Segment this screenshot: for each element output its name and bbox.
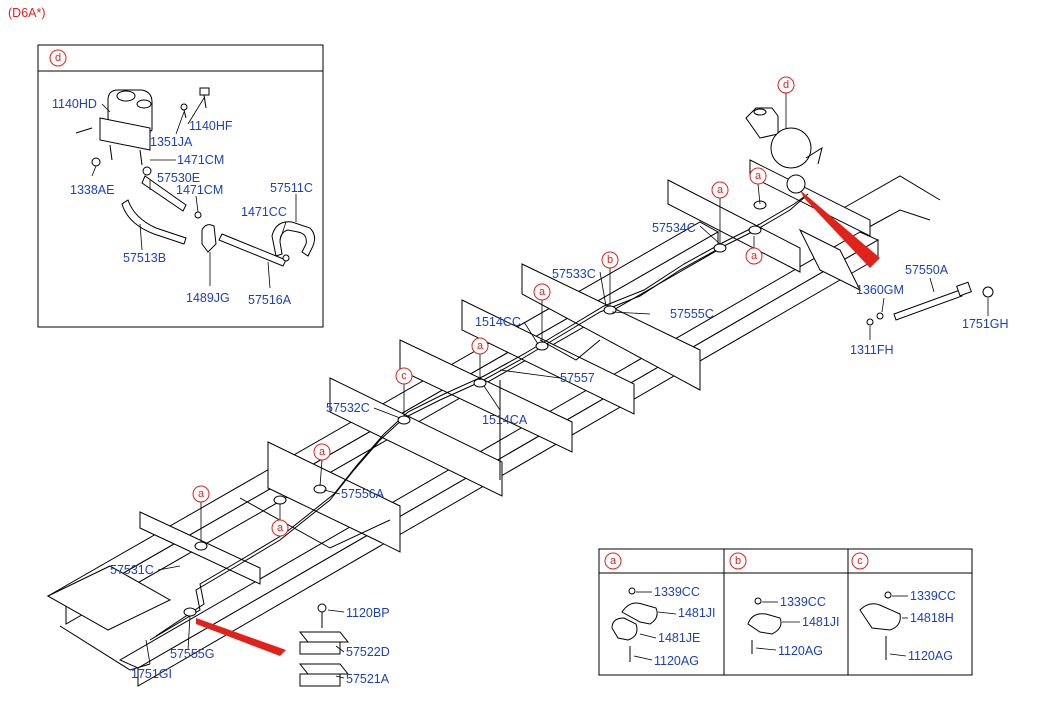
label-57513B: 57513B [123, 251, 166, 265]
label-57522D: 57522D [346, 645, 390, 659]
label-1360GM: 1360GM [856, 283, 904, 297]
label-57532C: 57532C [326, 401, 370, 415]
label-57516A: 57516A [248, 293, 292, 307]
label-1471CM-top: 1471CM [177, 153, 224, 167]
legend-c-1120AG: 1120AG [908, 649, 953, 663]
detail-d-title: d [55, 52, 61, 64]
label-1751GI: 1751GI [131, 667, 172, 681]
label-57534C: 57534C [652, 221, 696, 235]
label-57555C: 57555C [670, 307, 714, 321]
legend-b-1481JI: 1481JI [802, 615, 840, 629]
callout-b-1: b [607, 254, 613, 266]
label-57511C: 57511C [270, 181, 313, 195]
chassis-frame [46, 159, 941, 687]
callout-c-1: c [401, 370, 407, 382]
label-1489JG: 1489JG [186, 291, 230, 305]
legend-c-14818H: 14818H [910, 611, 954, 625]
legend-a-1481JE: 1481JE [658, 631, 700, 645]
legend-a-1339CC: 1339CC [654, 585, 700, 599]
callout-a-5: a [477, 340, 484, 352]
label-57550A: 57550A [905, 263, 949, 277]
label-1514CA: 1514CA [482, 413, 528, 427]
label-57557: 57557 [560, 371, 595, 385]
callout-a-4: a [539, 286, 546, 298]
label-1140HD: 1140HD [52, 97, 97, 111]
model-code: (D6A*) [8, 6, 46, 20]
label-1311FH: 1311FH [850, 343, 894, 357]
label-1471CM-bottom: 1471CM [176, 183, 223, 197]
label-57530E: 57530E [157, 171, 200, 185]
legend-a-1120AG: 1120AG [654, 654, 699, 668]
legend-b-1120AG: 1120AG [778, 644, 823, 658]
label-1351JA: 1351JA [150, 135, 193, 149]
label-1338AE: 1338AE [70, 183, 114, 197]
red-pointer-left [196, 618, 286, 656]
legend-a-title: a [610, 555, 617, 567]
reservoir-drawing [75, 87, 210, 176]
pointer-ring-right [786, 174, 806, 194]
label-57555G: 57555G [170, 647, 214, 661]
callout-a-1: a [755, 170, 762, 182]
red-pointer-right [800, 190, 880, 268]
label-1514CC: 1514CC [475, 315, 521, 329]
label-57533C: 57533C [552, 267, 596, 281]
hoses-drawing [121, 175, 316, 267]
detail-d-leaders [91, 97, 297, 289]
label-1471CC: 1471CC [241, 205, 287, 219]
callout-d-main: d [783, 79, 789, 91]
legend-table: a 1339CC 1481JI 1481JE 1120AG b 1339CC 1… [598, 548, 973, 676]
callout-a-3: a [751, 250, 758, 262]
callout-a-8: a [277, 522, 284, 534]
label-57556A: 57556A [341, 487, 385, 501]
pipe-clamps [183, 200, 767, 617]
label-1140HF: 1140HF [189, 119, 233, 133]
callout-a-2: a [717, 184, 724, 196]
reservoir-callout [745, 94, 823, 169]
legend-c-1339CC: 1339CC [910, 589, 956, 603]
label-1120BP: 1120BP [346, 606, 390, 620]
detail-d-panel: d [37, 44, 324, 328]
main-leaders [145, 225, 721, 665]
label-57531C: 57531C [110, 563, 154, 577]
label-1751GH: 1751GH [962, 317, 1009, 331]
clamp-stack [298, 603, 350, 687]
label-57521A: 57521A [346, 672, 390, 686]
main-callouts: d a a a b a a c a a a [192, 76, 795, 542]
legend-b-title: b [735, 555, 741, 567]
callout-a-7: a [198, 488, 205, 500]
legend-b-1339CC: 1339CC [780, 595, 826, 609]
legend-a-1481JI: 1481JI [678, 606, 716, 620]
callout-a-6: a [319, 446, 326, 458]
legend-c-title: c [857, 555, 863, 567]
flex-hose-group [866, 277, 994, 340]
